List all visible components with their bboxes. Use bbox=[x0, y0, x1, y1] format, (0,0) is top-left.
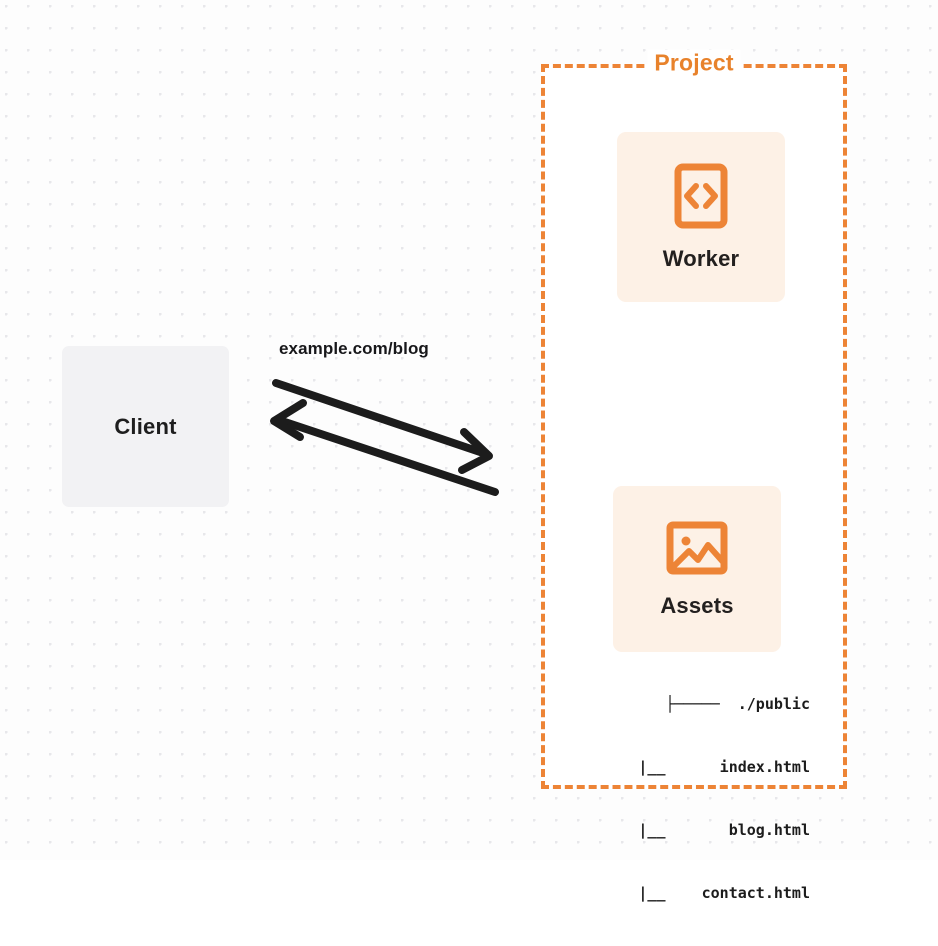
request-arrow-icon bbox=[272, 379, 493, 474]
project-container: Project Worker Assets bbox=[541, 49, 847, 902]
connection-arrows bbox=[270, 379, 499, 496]
file-tree-line: |__ index.html bbox=[638, 758, 810, 776]
request-url-label: example.com/blog bbox=[279, 339, 429, 358]
file-tree-line: |__ blog.html bbox=[638, 821, 810, 839]
client-label: Client bbox=[114, 413, 177, 439]
assets-card[interactable]: Assets bbox=[613, 486, 781, 652]
file-tree-line: ├───── ./public bbox=[665, 695, 811, 713]
client-node[interactable]: Client bbox=[62, 346, 229, 507]
code-brackets-icon bbox=[673, 162, 729, 230]
image-icon bbox=[665, 519, 729, 577]
assets-label: Assets bbox=[660, 593, 734, 618]
worker-label: Worker bbox=[662, 246, 740, 271]
file-tree-line: |__ contact.html bbox=[638, 884, 810, 902]
worker-card[interactable]: Worker bbox=[617, 132, 785, 302]
diagram-canvas: Client example.com/blog Project bbox=[0, 0, 938, 902]
project-title: Project bbox=[647, 49, 741, 77]
response-arrow-icon bbox=[270, 399, 499, 496]
assets-file-tree: ├───── ./public |__ index.html |__ blog.… bbox=[585, 652, 810, 946]
